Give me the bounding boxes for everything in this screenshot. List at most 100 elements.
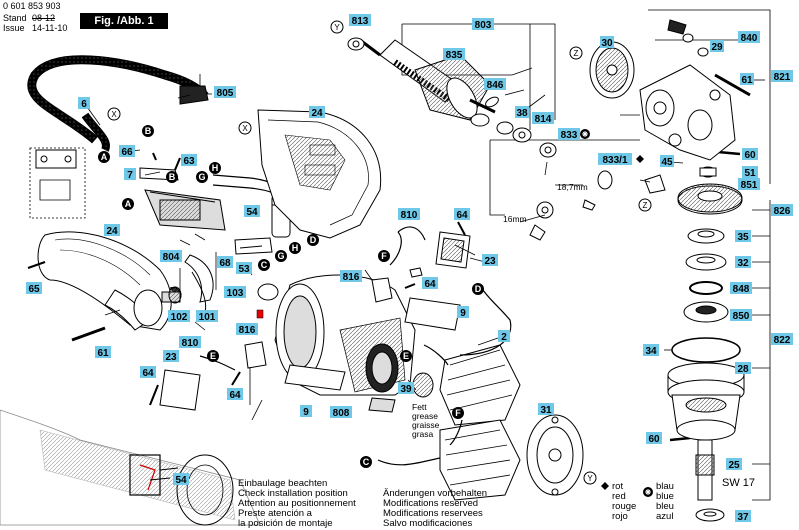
- part-label-64-c: 64: [456, 210, 468, 221]
- part-label-840: 840: [741, 33, 758, 44]
- marker-y-top: Y: [334, 23, 340, 32]
- marker-b: B: [169, 172, 176, 182]
- dimension-18-7mm: 18,7mm: [557, 182, 588, 192]
- issue-value: 14-11-10: [32, 23, 68, 33]
- part-label-64-a: 64: [142, 368, 154, 379]
- marker-e: E: [403, 351, 409, 361]
- part-label-54-bottom: 54: [175, 475, 187, 486]
- part-label-6: 6: [81, 99, 87, 110]
- part-label-103: 103: [227, 288, 244, 299]
- marker-e-left: E: [210, 351, 216, 361]
- part-label-810-left: 810: [182, 338, 199, 349]
- part-label-804: 804: [163, 252, 180, 263]
- legend-blue-en: blue: [656, 491, 674, 502]
- part-label-65: 65: [28, 284, 40, 295]
- part-label-835: 835: [446, 50, 463, 61]
- legend-red-en: red: [612, 491, 626, 502]
- legend-blue-es: azul: [656, 511, 674, 522]
- part-label-23-left: 23: [165, 352, 177, 363]
- note-symbols: [580, 129, 653, 497]
- grease-es: grasa: [412, 429, 434, 439]
- part-label-54-top: 54: [246, 207, 258, 218]
- marker-f: F: [381, 251, 387, 261]
- part-label-25: 25: [728, 460, 740, 471]
- part-label-61-left: 61: [97, 348, 109, 359]
- armature-835: [347, 37, 496, 121]
- part-label-24-top: 24: [311, 108, 323, 119]
- marker-c: C: [261, 260, 268, 270]
- part-label-7: 7: [127, 170, 133, 181]
- part-label-61-right: 61: [741, 75, 753, 86]
- part-label-35: 35: [737, 232, 749, 243]
- changes-note-fr: Modifications reservees: [383, 508, 483, 519]
- part-label-28: 28: [737, 364, 749, 375]
- handle-24: [37, 231, 207, 331]
- marker-d-right: D: [475, 284, 482, 294]
- marker-d: D: [310, 235, 317, 245]
- part-label-34: 34: [645, 346, 657, 357]
- part-label-826: 826: [774, 206, 791, 217]
- part-label-37: 37: [737, 512, 749, 523]
- field-coil: [439, 344, 521, 501]
- part-label-848: 848: [733, 284, 750, 295]
- grease-fr: graisse: [412, 420, 440, 430]
- legend-red-es: rojo: [612, 511, 628, 522]
- part-label-803: 803: [475, 20, 492, 31]
- connection-markers: A A B B C C D D E E F F G G H H: [98, 125, 484, 468]
- brush-holders: [159, 231, 471, 413]
- part-label-31: 31: [540, 405, 552, 416]
- part-label-66: 66: [121, 147, 133, 158]
- legend-blue-fr: bleu: [656, 501, 674, 512]
- marker-b-top: B: [145, 126, 152, 136]
- part-label-851: 851: [741, 180, 758, 191]
- marker-g: G: [277, 251, 284, 261]
- part-label-23-right: 23: [484, 256, 496, 267]
- install-note-es1: Preste atención a: [238, 508, 312, 519]
- screws: [27, 73, 751, 442]
- power-cable-805: [27, 55, 209, 152]
- legend-red-de: rot: [612, 481, 624, 492]
- dimension-16mm: 16mm: [503, 214, 527, 224]
- marker-c-bottom: C: [363, 457, 370, 467]
- part-label-816-right: 816: [343, 272, 360, 283]
- part-label-821: 821: [774, 72, 791, 83]
- part-tags: 813 803 835 846 38 814 833 30 29 840 61 …: [26, 14, 793, 523]
- part-label-30: 30: [601, 38, 613, 49]
- part-label-63: 63: [183, 156, 195, 167]
- part-label-64-d: 64: [424, 279, 436, 290]
- part-label-51: 51: [744, 168, 756, 179]
- part-label-808: 808: [333, 408, 350, 419]
- legend-red-fr: rouge: [612, 501, 637, 512]
- issue-label: Issue: [3, 23, 25, 33]
- bevel-gear-826: [644, 166, 743, 215]
- view-markers: X X Y Y Z Z: [107, 20, 652, 485]
- part-label-805: 805: [217, 88, 234, 99]
- part-label-813: 813: [352, 16, 369, 27]
- figure-label: Fig. /Abb. 1: [80, 13, 168, 29]
- part-label-68: 68: [219, 258, 231, 269]
- changes-note-es: Salvo modificaciones: [383, 518, 473, 529]
- part-label-850: 850: [733, 311, 750, 322]
- grease-de: Fett: [412, 402, 427, 412]
- part-label-814: 814: [535, 114, 552, 125]
- motor-housing-cover-24: [257, 109, 382, 239]
- marker-a-top: A: [101, 152, 108, 162]
- stand-value: 08-12: [32, 13, 56, 23]
- part-label-53: 53: [238, 264, 250, 275]
- part-label-9-left: 9: [303, 407, 309, 418]
- part-label-24-left: 24: [106, 226, 118, 237]
- gear-housing: [589, 19, 736, 161]
- bearings: [470, 96, 613, 241]
- install-note-es2: la posición de montaje: [238, 518, 333, 529]
- installation-detail: [0, 409, 261, 526]
- part-label-810-top: 810: [401, 210, 418, 221]
- grease-en: grease: [412, 411, 438, 421]
- part-label-102: 102: [171, 312, 188, 323]
- document-number: 0 601 853 903: [3, 1, 61, 11]
- motor-housing: [256, 274, 416, 396]
- connection-wires: [199, 226, 512, 466]
- part-label-64-b: 64: [229, 390, 241, 401]
- spindle-stack: [667, 228, 745, 522]
